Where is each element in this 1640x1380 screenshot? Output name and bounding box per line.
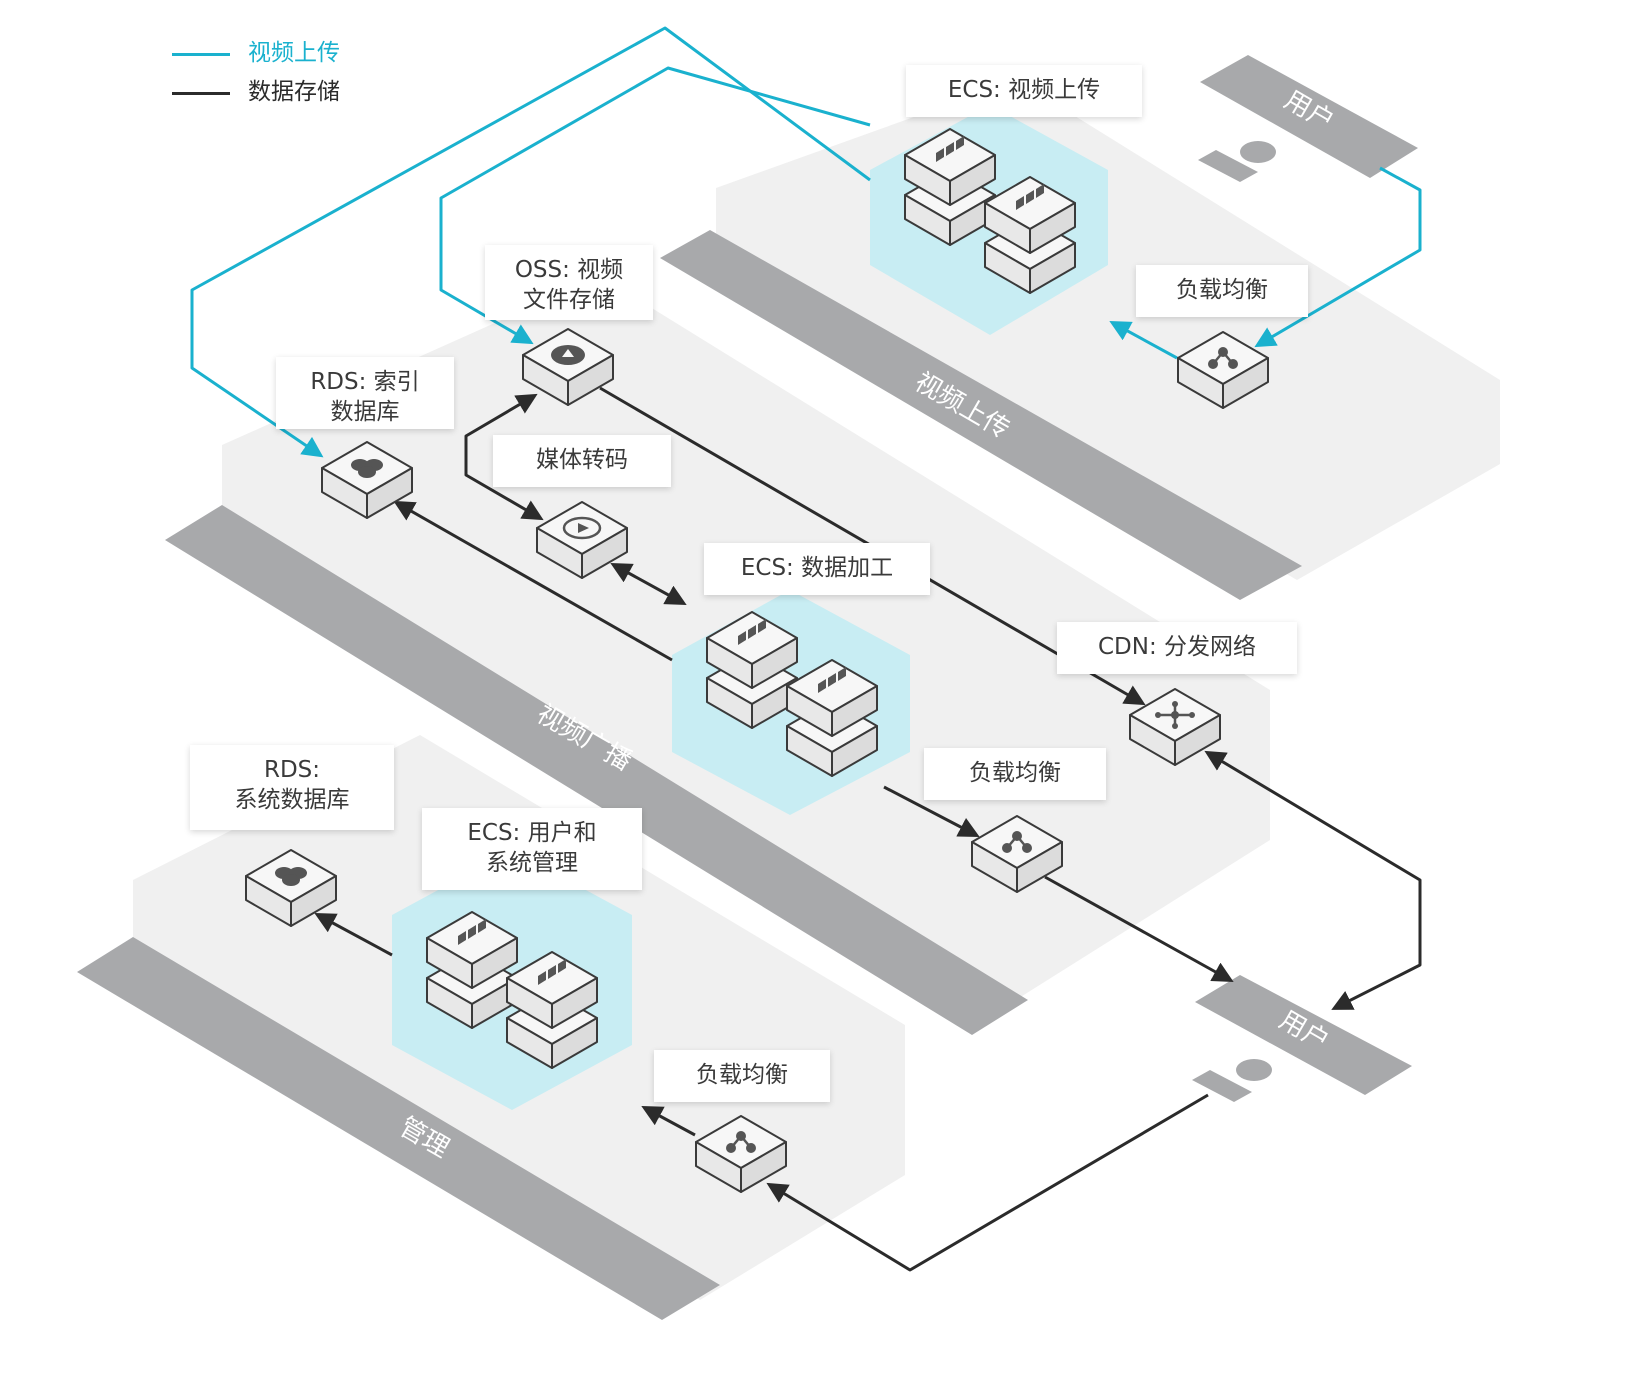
user-icon [1192, 1059, 1272, 1102]
load-balancer-icon[interactable] [971, 815, 1063, 893]
database-icon[interactable] [321, 441, 413, 519]
label-slb-upload: 负载均衡 [1136, 265, 1308, 317]
label-transcode: 媒体转码 [493, 435, 671, 487]
legend-label-storage: 数据存储 [248, 79, 340, 105]
upload-flow-lines [190, 26, 1422, 458]
label-ecs-admin: ECS: 用户和 系统管理 [422, 808, 642, 890]
label-ecs-upload: ECS: 视频上传 [906, 65, 1142, 117]
load-balancer-icon[interactable] [695, 1115, 787, 1193]
label-slb-broadcast: 负载均衡 [924, 748, 1106, 800]
user-band-bottom: 用户 [1195, 975, 1412, 1095]
user-icon [1198, 141, 1276, 182]
legend-swatch-upload [172, 53, 230, 56]
label-rds-index: RDS: 索引 数据库 [276, 357, 454, 429]
database-icon[interactable] [245, 849, 337, 927]
label-rds-system: RDS: 系统数据库 [190, 745, 394, 830]
oss-bucket-icon[interactable] [522, 328, 614, 406]
label-cdn: CDN: 分发网络 [1057, 622, 1297, 674]
label-slb-admin: 负载均衡 [654, 1050, 830, 1102]
media-transcode-icon[interactable] [536, 501, 628, 579]
legend-swatch-storage [172, 92, 230, 95]
management-strip: 管理 [77, 937, 720, 1320]
legend-item-upload: 视频上传 [172, 38, 392, 68]
label-oss: OSS: 视频 文件存储 [485, 245, 653, 320]
legend-label-upload: 视频上传 [248, 40, 340, 66]
cdn-network-icon[interactable] [1129, 688, 1221, 766]
legend-item-storage: 数据存储 [172, 77, 392, 107]
load-balancer-icon[interactable] [1177, 331, 1269, 409]
label-ecs-process: ECS: 数据加工 [704, 543, 930, 595]
